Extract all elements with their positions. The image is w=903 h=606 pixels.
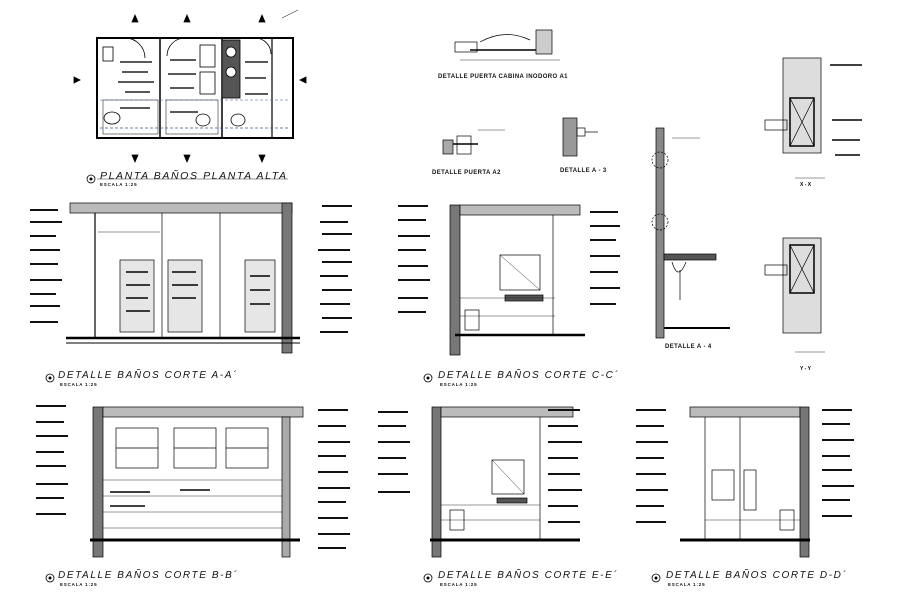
detail-a2 (442, 129, 505, 155)
section-cc-scale: ESCALA 1:25 (440, 382, 478, 387)
section-dd-title: DETALLE BAÑOS CORTE D-D´ (666, 570, 848, 581)
detail-a4 (651, 127, 730, 339)
section-yy-label: Y - Y (800, 366, 811, 372)
section-bb-title: DETALLE BAÑOS CORTE B-B´ (58, 570, 239, 581)
floor-plan (73, 9, 307, 164)
section-title-marker-dots (48, 376, 658, 580)
leader-notes-dd-left (636, 409, 668, 523)
section-aa-scale: ESCALA 1:25 (60, 382, 98, 387)
section-ee (430, 406, 580, 558)
section-aa (66, 202, 300, 354)
detail-a2-title: DETALLE PUERTA A2 (432, 170, 501, 176)
section-ee-scale: ESCALA 1:25 (440, 582, 478, 587)
plan-scale: ESCALA 1:25 (100, 182, 138, 187)
leader-notes-dd-right (822, 409, 854, 517)
leader-notes-aa-right (318, 205, 352, 333)
detail-a3-title: DETALLE A - 3 (560, 168, 607, 174)
section-cc-title: DETALLE BAÑOS CORTE C-C´ (438, 370, 620, 381)
leader-notes-cc-left (398, 205, 430, 313)
section-bb-scale: ESCALA 1:25 (60, 582, 98, 587)
section-aa-title: DETALLE BAÑOS CORTE A-A´ (58, 370, 238, 381)
plan-title-marker (86, 174, 288, 184)
section-dd-scale: ESCALA 1:25 (668, 582, 706, 587)
detail-a4-title: DETALLE A - 4 (665, 344, 712, 350)
section-xx-label: X - X (800, 182, 812, 188)
leader-notes-bb-left (36, 405, 68, 515)
leader-notes-cc-right (590, 211, 620, 305)
leader-notes-aa-left (30, 209, 62, 323)
section-ee-title: DETALLE BAÑOS CORTE E-E´ (438, 570, 619, 581)
section-yy (764, 237, 825, 353)
leader-notes-ee-right (548, 409, 582, 523)
section-dd (680, 406, 810, 558)
section-title-markers (45, 373, 661, 583)
section-cc (449, 204, 585, 356)
plan-title: PLANTA BAÑOS PLANTA ALTA (100, 170, 288, 182)
detail-a3 (562, 117, 598, 157)
detail-a1-title: DETALLE PUERTA CABINA INODORO A1 (438, 74, 568, 80)
detail-a1 (454, 29, 560, 61)
leader-notes-ee-left (378, 411, 410, 493)
section-bb (90, 406, 304, 558)
leader-notes-bb-right (318, 409, 350, 549)
section-xx (764, 57, 862, 179)
